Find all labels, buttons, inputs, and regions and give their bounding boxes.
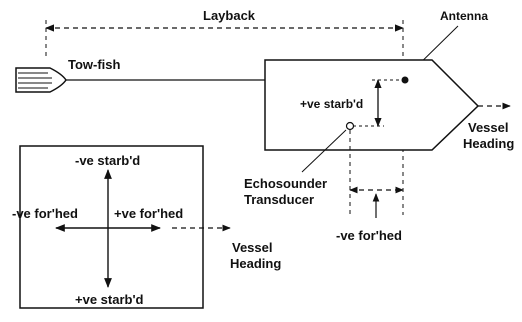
layback-label: Layback: [203, 8, 256, 23]
starbd-label: +ve starb'd: [300, 97, 363, 111]
echosounder-label-line2: Transducer: [244, 192, 314, 207]
vessel-outline: [264, 59, 480, 151]
box-neg-forhed-label: -ve for'hed: [12, 206, 78, 221]
transducer-point: [345, 121, 355, 131]
antenna-label: Antenna: [440, 9, 488, 23]
vessel-heading-line1: Vessel: [468, 120, 509, 135]
box-vessel-heading-line1: Vessel: [232, 240, 273, 255]
echosounder-label-line1: Echosounder: [244, 176, 327, 191]
box-vessel-heading-line2: Heading: [230, 256, 281, 271]
box-pos-forhed-label: +ve for'hed: [114, 206, 183, 221]
box-pos-starbd-label: +ve starb'd: [75, 292, 144, 307]
tow-fish-label: Tow-fish: [68, 57, 121, 72]
convention-box: [19, 145, 204, 309]
transducer-leader: [301, 129, 347, 173]
vessel-heading-line2: Heading: [463, 136, 514, 151]
forhed-label: -ve for'hed: [336, 228, 402, 243]
antenna-point: [401, 76, 409, 84]
tow-fish-icon: [15, 67, 67, 93]
box-neg-starbd-label: -ve starb'd: [75, 153, 140, 168]
